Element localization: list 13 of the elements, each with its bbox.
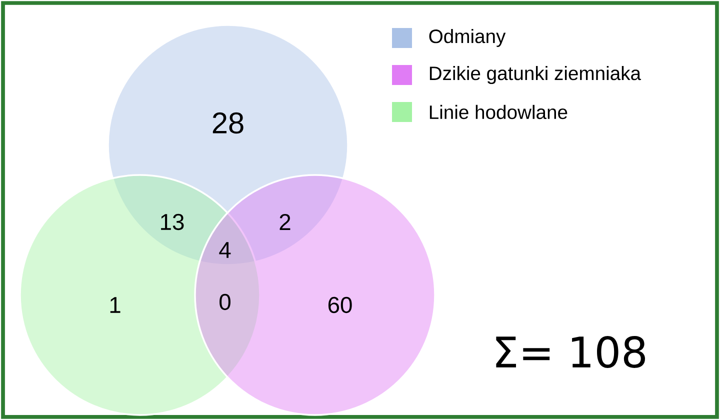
- region-count: 28: [212, 112, 244, 134]
- sum-text: Σ= 108: [496, 336, 646, 368]
- set-circle: [19, 174, 261, 416]
- region-count: 2: [280, 214, 290, 230]
- legend-text: Dzikie gatunki ziemniaka: [430, 66, 642, 84]
- set-circle: [194, 174, 436, 416]
- region-count: 4: [219, 242, 231, 258]
- region-count: 1: [110, 297, 120, 313]
- legend-text: Odmiany: [429, 29, 506, 47]
- region-count: 60: [328, 296, 352, 314]
- legend-text: Linie hodowlane: [430, 104, 568, 120]
- region-count: 13: [161, 214, 184, 230]
- region-count: 0: [220, 294, 230, 310]
